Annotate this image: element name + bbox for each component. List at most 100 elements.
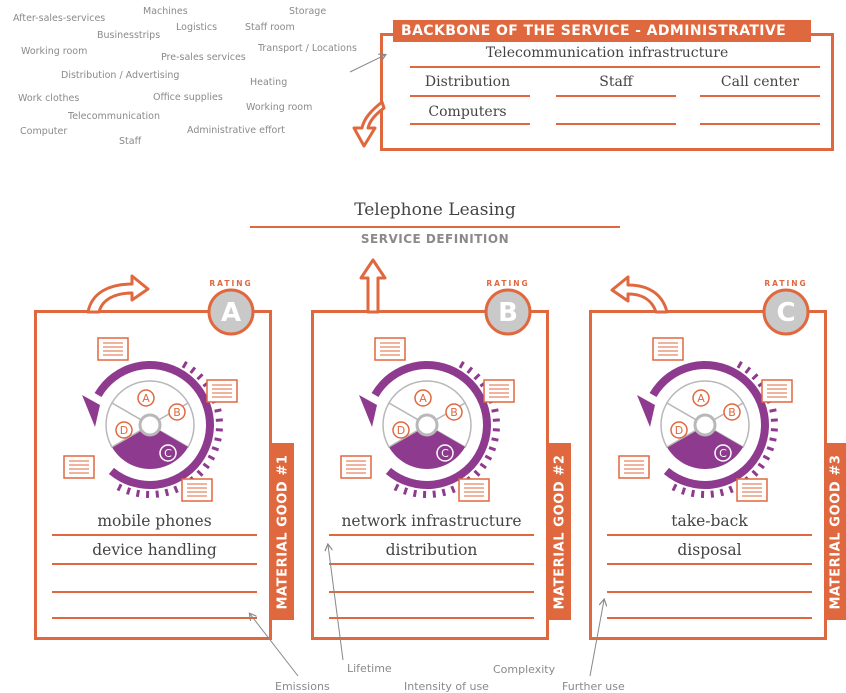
word-cloud-item: Distribution / Advertising	[61, 70, 180, 81]
word-cloud-item: Heating	[250, 77, 288, 88]
wheel-tooth	[757, 462, 765, 470]
service-name: Telephone Leasing	[354, 200, 516, 220]
backbone-cell: Computers	[428, 104, 507, 120]
card3-curve-arrow-icon	[610, 275, 669, 314]
note-icon	[652, 337, 684, 361]
wheel-tooth	[744, 366, 752, 374]
wheel-tooth	[473, 373, 481, 381]
wheel-tooth	[202, 462, 210, 470]
backbone-arrow-icon	[352, 100, 386, 148]
wheel-letter-circle	[159, 444, 177, 462]
backbone-cell: Distribution	[424, 74, 511, 90]
wheel-letter: A	[142, 392, 150, 405]
wheel-letter-circle	[723, 403, 741, 421]
wheel-tooth	[196, 469, 204, 477]
wheel-tooth	[751, 373, 759, 381]
wheel-letter-circle	[137, 389, 155, 407]
wheel-tooth	[466, 366, 474, 374]
wheel-letter-circle	[714, 444, 732, 462]
wheel-tooth	[441, 488, 447, 497]
backbone-rule	[700, 95, 820, 97]
backbone-rule	[410, 66, 820, 68]
note-icon	[736, 478, 768, 502]
backbone-rule	[556, 95, 676, 97]
card-rule	[52, 617, 257, 619]
material-tab-2: MATERIAL GOOD #2	[548, 443, 571, 620]
wheel-tooth	[214, 408, 222, 413]
wheel-tooth	[412, 489, 418, 498]
word-cloud-item: Office supplies	[153, 92, 223, 103]
wheel-tooth	[484, 454, 493, 461]
rating-word: RATING	[764, 279, 807, 288]
wheel-tooth	[690, 489, 696, 498]
wheel-tooth	[751, 469, 759, 477]
backbone-title: BACKBONE OF THE SERVICE - ADMINISTRATIVE	[393, 20, 811, 42]
wheel-tooth	[135, 489, 141, 498]
wheel-letter: B	[173, 406, 181, 419]
wheel-handle	[82, 395, 100, 427]
card-rule	[607, 563, 812, 565]
card2-up-arrow-icon	[359, 258, 387, 314]
card-rule	[329, 591, 534, 593]
note-icon	[374, 337, 406, 361]
wheel-tooth	[393, 483, 400, 492]
wheel-letter: D	[675, 424, 683, 437]
card-rule	[607, 617, 812, 619]
wheel-letter: A	[697, 392, 705, 405]
word-cloud-item: Computer	[20, 126, 68, 137]
wheel-tooth	[173, 485, 179, 494]
wheel-handle	[359, 395, 377, 427]
backbone-rule	[410, 95, 530, 97]
note-icon	[458, 478, 490, 502]
wheel-letter-circle	[445, 403, 463, 421]
rating-word: RATING	[209, 279, 252, 288]
wheel-tooth	[719, 488, 725, 497]
card-rule	[329, 563, 534, 565]
wheel-letter: D	[397, 424, 405, 437]
word-cloud-item: Working room	[21, 46, 88, 57]
note-icon	[97, 337, 129, 361]
card-rule	[607, 591, 812, 593]
word-cloud-item: Administrative effort	[187, 125, 286, 136]
wheel-tooth	[491, 437, 499, 442]
card-line: mobile phones	[97, 512, 212, 530]
backbone-rule	[556, 123, 676, 125]
wheel-letter-circle	[392, 421, 410, 439]
backbone-cell: Staff	[599, 74, 633, 90]
rating-badge	[207, 288, 255, 336]
note-icon	[340, 455, 372, 479]
note-icon	[761, 379, 793, 403]
card-line: distribution	[385, 541, 478, 559]
word-cloud-item: Working room	[246, 102, 313, 113]
wheel-hub	[693, 413, 717, 437]
wheel-letter-circle	[414, 389, 432, 407]
word-cloud-item: Machines	[143, 6, 188, 17]
pointer-line	[349, 55, 385, 73]
word-cloud-item: Work clothes	[18, 93, 80, 104]
criterion-further-use: Further use	[562, 680, 625, 693]
word-cloud-item: Storage	[289, 6, 327, 17]
pointer-line	[250, 614, 299, 677]
pointer-line	[328, 545, 344, 661]
rating-letter: A	[221, 298, 241, 328]
wheel-tooth	[671, 483, 678, 492]
wheel-tooth	[728, 485, 734, 494]
wheel-tooth	[491, 408, 499, 413]
wheel-tooth	[211, 446, 220, 452]
wheel-tooth	[432, 490, 437, 498]
note-icon	[206, 379, 238, 403]
backbone-box	[380, 33, 834, 151]
card-rule	[52, 534, 257, 536]
wheel-letter: D	[120, 424, 128, 437]
backbone-cell: Call center	[720, 74, 800, 90]
wheel-tooth	[736, 361, 743, 369]
rating-letter: B	[498, 298, 518, 328]
card-line: disposal	[677, 541, 742, 559]
card-rule	[52, 591, 257, 593]
service-subtitle: SERVICE DEFINITION	[360, 232, 510, 246]
backbone-row1: Telecommunication infrastructure	[485, 45, 729, 61]
wheel-letter: C	[164, 447, 172, 460]
word-cloud-item: Staff	[119, 136, 142, 147]
card-line: network infrastructure	[341, 512, 522, 530]
wheel-letter: B	[450, 406, 458, 419]
